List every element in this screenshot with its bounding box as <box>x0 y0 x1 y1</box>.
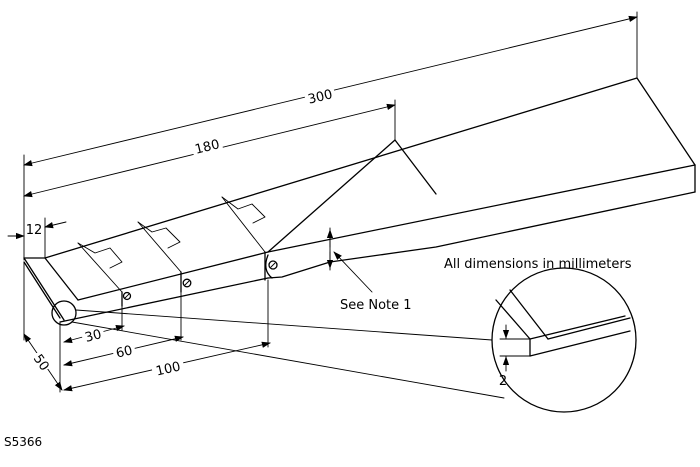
wedge-tip-top <box>44 257 79 301</box>
wedge-tip-front <box>23 261 61 319</box>
dimension-50: 50 <box>23 261 63 393</box>
dimension-180: 180 <box>23 99 396 198</box>
figure-code: S5366 <box>4 435 42 449</box>
wedge-front-lower <box>59 277 269 323</box>
dimension-60-label: 60 <box>115 343 135 361</box>
dimension-60: 60 <box>63 291 184 367</box>
note-1-callout: See Note 1 <box>326 227 412 313</box>
wedge-front-ramp <box>267 139 396 253</box>
detail-origin-circle <box>51 300 77 326</box>
dimension-100-label: 100 <box>155 359 183 379</box>
stepped-plates <box>77 196 266 293</box>
dimension-180-label: 180 <box>194 137 222 157</box>
wedge-body <box>23 77 696 323</box>
pin-2-icon <box>182 278 192 288</box>
detail-magnified-circle <box>491 267 637 413</box>
wedge-top-face <box>23 77 696 259</box>
detail-callout: 2 <box>51 267 637 413</box>
wedge-front-upper <box>77 251 269 301</box>
pin-1-icon <box>122 291 132 301</box>
wedge-front-ramp2 <box>267 164 696 253</box>
units-note: All dimensions in millimeters <box>444 257 632 272</box>
dimension-12-label: 12 <box>26 223 43 238</box>
wedge-tip-left <box>23 257 65 321</box>
step-curve-3 <box>265 254 273 279</box>
pin-3-icon <box>268 260 278 270</box>
dimension-300: 300 <box>23 11 638 261</box>
dimension-12: 12 <box>7 217 67 259</box>
dimension-300-label: 300 <box>307 87 335 107</box>
section-line-180 <box>394 139 437 195</box>
dimension-2-label: 2 <box>499 374 507 389</box>
see-note-label: See Note 1 <box>340 298 412 313</box>
